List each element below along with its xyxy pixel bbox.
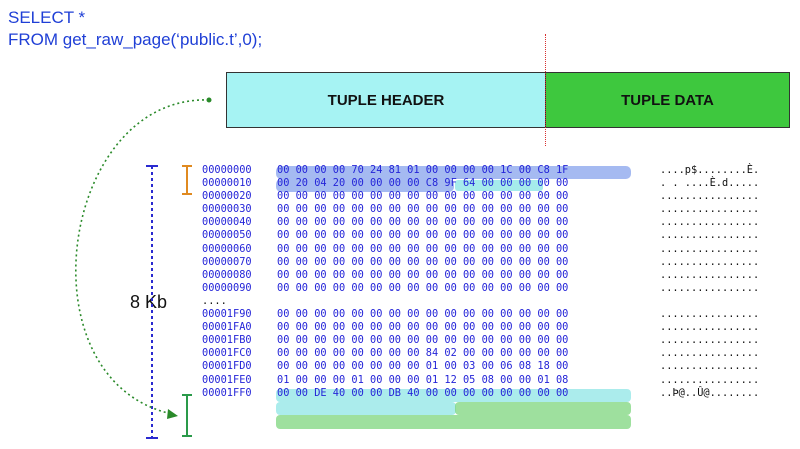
dump-ascii: ................ [660,360,760,373]
page-header-highlight-2 [276,179,454,192]
dump-offset: 00000090 [202,281,252,294]
dump-offset: 00000050 [202,229,252,242]
tuple-data-box: TUPLE DATA [545,72,790,128]
dump-hex-bytes: 00 20 04 20 00 00 00 00 C8 9F 64 00 00 0… [277,177,569,190]
dump-hex-bytes: 00 00 00 00 00 00 00 00 00 00 00 00 00 0… [277,203,569,216]
dump-hex-bytes: 00 00 00 00 00 00 00 00 00 00 00 00 00 0… [277,268,569,281]
dump-ascii: ................ [660,190,760,203]
dump-ascii: . . ....È.d..... [660,177,760,190]
dump-hex-bytes: 00 00 00 00 00 00 00 00 00 00 00 00 00 0… [277,216,569,229]
dump-hex-bytes: 00 00 DE 40 00 00 DB 40 00 00 00 00 00 0… [277,386,569,399]
dump-offset: 00000010 [202,177,252,190]
page-header-highlight [276,166,631,179]
sql-line-2: FROM get_raw_page(‘public.t’,0); [8,30,263,49]
dump-hex-bytes: 01 00 00 00 01 00 00 00 01 12 05 08 00 0… [277,373,569,386]
line-pointer-highlight [455,180,543,191]
dump-offset: 00000020 [202,190,252,203]
dump-ascii: ................ [660,268,760,281]
dump-offset: 00001FC0 [202,347,252,360]
dump-ascii: ................ [660,334,760,347]
tuple-arrow-head [167,409,178,419]
dump-ascii: ................ [660,308,760,321]
tuple-data-highlight-2 [276,415,631,429]
dump-ascii: ................ [660,203,760,216]
dump-offset: 00000030 [202,203,252,216]
dump-hex-bytes: 00 00 00 00 00 00 00 00 00 00 00 00 00 0… [277,308,569,321]
header-data-divider [545,34,546,146]
dump-ascii: ................ [660,242,760,255]
dump-hex-bytes: 00 00 00 00 00 00 00 00 00 00 00 00 00 0… [277,281,569,294]
dump-hex-bytes: 00 00 00 00 00 00 00 00 00 00 00 00 00 0… [277,242,569,255]
dump-offset: 00000060 [202,242,252,255]
dump-offset: 00000040 [202,216,252,229]
dump-offset: 00000080 [202,268,252,281]
dump-ascii: ................ [660,229,760,242]
dump-offset: 00001FA0 [202,321,252,334]
dump-offset: 00001F90 [202,308,252,321]
tuple-arrow [75,99,210,415]
dump-offset: 00000000 [202,164,252,176]
dump-ascii: ................ [660,373,760,386]
dump-offset: 00001FF0 [202,386,252,399]
page-size-label: 8 Kb [130,292,168,312]
dump-hex-bytes: 00 00 00 00 00 00 00 00 00 00 00 00 00 0… [277,255,569,268]
dump-offset: 00000070 [202,255,252,268]
dump-offset: 00001FB0 [202,334,252,347]
dump-ascii: ....p$........È. [660,164,760,176]
dump-hex-bytes: 00 00 00 00 70 24 81 01 00 00 00 00 1C 0… [277,164,569,176]
dump-hex-bytes: 00 00 00 00 00 00 00 00 01 00 03 00 06 0… [277,360,569,373]
dump-ascii: ..Þ@..Û@........ [660,386,760,399]
dump-offset: 00001FE0 [202,373,252,386]
tuple-data-highlight [455,402,631,415]
sql-line-1: SELECT * [8,8,86,27]
dump-hex-bytes: 00 00 00 00 00 00 00 00 00 00 00 00 00 0… [277,321,569,334]
dump-offset: .... [202,294,227,307]
dump-ascii: ................ [660,347,760,360]
dump-ascii: ................ [660,216,760,229]
dump-hex-bytes: 00 00 00 00 00 00 00 00 00 00 00 00 00 0… [277,190,569,203]
dump-hex-bytes: 00 00 00 00 00 00 00 00 00 00 00 00 00 0… [277,229,569,242]
tuple-header-highlight [276,389,631,402]
dump-offset: 00001FD0 [202,360,252,373]
dump-ascii: ................ [660,281,760,294]
tuple-header-box: TUPLE HEADER [226,72,546,128]
dump-ascii: ................ [660,255,760,268]
dump-hex-bytes: 00 00 00 00 00 00 00 00 84 02 00 00 00 0… [277,347,569,360]
tuple-header-highlight-2 [276,402,456,415]
dump-ascii: ................ [660,321,760,334]
dump-hex-bytes: 00 00 00 00 00 00 00 00 00 00 00 00 00 0… [277,334,569,347]
